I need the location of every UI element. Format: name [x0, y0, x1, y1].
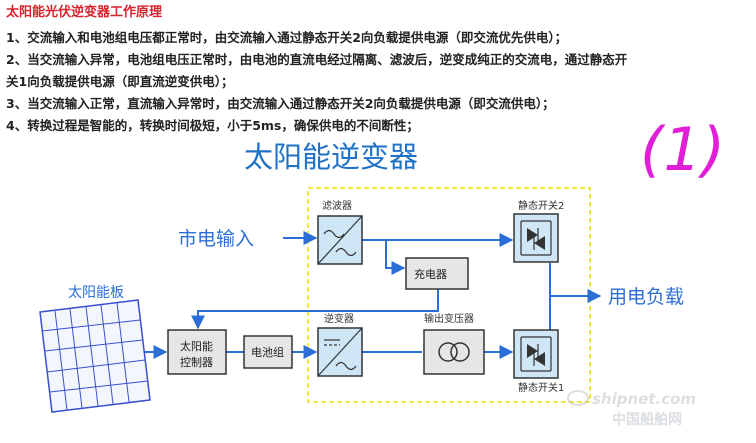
paragraph-2: 2、当交流输入异常，电池组电压正常时，由电池的直流电经过隔离、滤波后，逆变成纯正…: [6, 52, 628, 67]
handwritten-annotation: (1): [640, 115, 725, 185]
load-label: 用电负载: [608, 286, 684, 308]
static-switch-2-label: 静态开关2: [518, 199, 564, 212]
charger-box: 充电器: [405, 257, 469, 290]
inverter-label: 逆变器: [324, 312, 354, 325]
output-transformer-box: [423, 329, 485, 375]
battery-box: 电池组: [243, 335, 293, 369]
filter-box: [317, 215, 363, 265]
watermark: shipnet.com 中国船舶网: [567, 390, 696, 428]
paragraph-4: 4、转换过程是智能的，转换时间极短，小于5ms，确保供电的不间断性；: [6, 118, 419, 133]
mains-input-label: 市电输入: [178, 228, 254, 250]
page-heading: 太阳能光伏逆变器工作原理: [6, 5, 163, 20]
charger-label: 充电器: [414, 267, 447, 281]
static-switch-2-box: [513, 213, 559, 263]
diagram-title: 太阳能逆变器: [244, 140, 418, 174]
output-transformer-label: 输出变压器: [424, 312, 474, 325]
solar-controller-box: 太阳能 控制器: [167, 329, 227, 375]
watermark-site: shipnet.com: [592, 390, 696, 408]
solar-panel-icon: [39, 299, 151, 413]
connection-lines: [140, 231, 602, 359]
inverter-box: [317, 327, 363, 377]
paragraph-3: 3、当交流输入正常，直流输入异常时，由交流输入通过静态开关2向负载提供电源（即交…: [6, 96, 555, 111]
controller-label-line2: 控制器: [180, 355, 213, 369]
description-text: 太阳能光伏逆变器工作原理 1、交流输入和电池组电压都正常时，由交流输入通过静态开…: [6, 4, 750, 137]
watermark-cn: 中国船舶网: [612, 411, 682, 428]
controller-label-line1: 太阳能: [180, 339, 213, 353]
static-switch-1-label: 静态开关1: [518, 381, 564, 394]
paragraph-2-continued: 关1向负载提供电源（即直流逆变供电）；: [6, 74, 234, 89]
solar-panel-label: 太阳能板: [68, 285, 124, 301]
static-switch-1-box: [513, 329, 559, 379]
battery-label: 电池组: [251, 345, 284, 359]
filter-label: 滤波器: [322, 199, 352, 212]
paragraph-1: 1、交流输入和电池组电压都正常时，由交流输入通过静态开关2向负载提供电源（即交流…: [6, 30, 568, 45]
